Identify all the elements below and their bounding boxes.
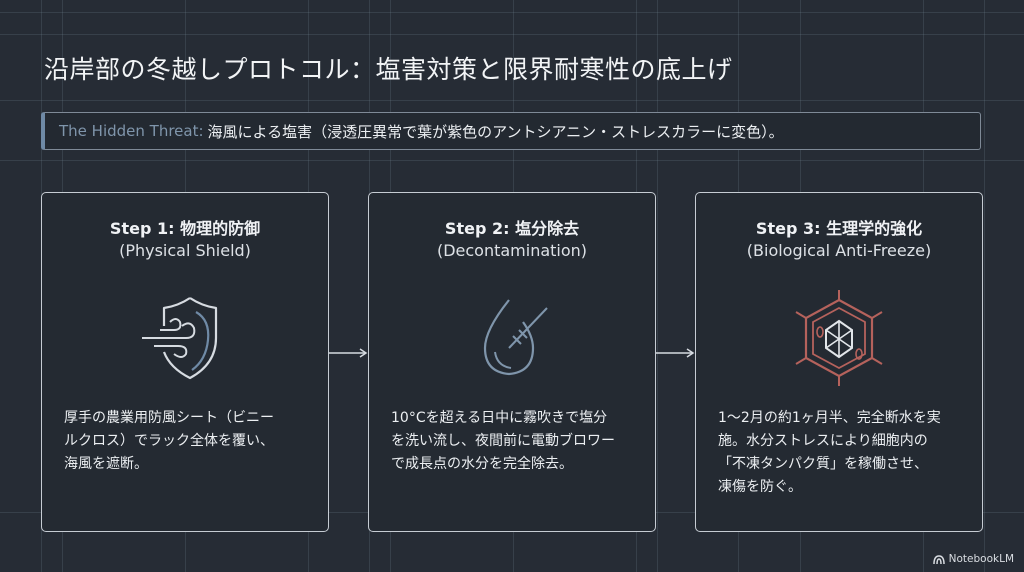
hidden-threat-callout: The Hidden Threat: 海風による塩害（浸透圧異常で葉が紫色のアン… <box>41 112 981 150</box>
step-title: Step 2: 塩分除去 <box>444 219 580 238</box>
step-title: Step 3: 生理学的強化 <box>755 219 923 238</box>
step-subtitle: (Decontamination) <box>436 241 588 260</box>
cell-crystal-icon <box>795 290 883 386</box>
step-description: 1〜2月の約1ヶ月半、完全断水を実 施。水分ストレスにより細胞内の 「不凍タンパ… <box>718 410 941 495</box>
threat-label: The Hidden Threat: <box>59 122 204 140</box>
threat-text: 海風による塩害（浸透圧異常で葉が紫色のアントシアニン・ストレスカラーに変色）。 <box>207 122 784 141</box>
shield-wind-icon <box>142 297 218 380</box>
step-card-2: Step 2: 塩分除去 (Decontamination) 10°Cを超える日… <box>368 192 656 532</box>
arrow-right-icon <box>329 348 368 358</box>
step-subtitle: (Biological Anti-Freeze) <box>746 241 932 260</box>
step-description: 10°Cを超える日中に霧吹きで塩分 を洗い流し、夜間前に電動ブロワー で成長点の… <box>391 410 615 472</box>
step-subtitle: (Physical Shield) <box>119 241 251 260</box>
page-title: 沿岸部の冬越しプロトコル：塩害対策と限界耐寒性の底上げ <box>44 55 733 84</box>
step-card-3: Step 3: 生理学的強化 (Biological Anti-Freeze) … <box>695 192 983 532</box>
water-drop-spray-icon <box>483 299 548 376</box>
arrow-right-icon <box>656 348 695 358</box>
notebooklm-watermark: NotebookLM <box>932 553 1014 565</box>
step-card-1: Step 1: 物理的防御 (Physical Shield) 厚手の農業用防風… <box>41 192 329 532</box>
notebooklm-logo-icon <box>932 554 945 564</box>
brand-label: NotebookLM <box>948 553 1014 565</box>
step-description: 厚手の農業用防風シート（ビニー ルクロス）でラック全体を覆い、 海風を遮断。 <box>64 410 274 472</box>
step-title: Step 1: 物理的防御 <box>109 219 261 238</box>
